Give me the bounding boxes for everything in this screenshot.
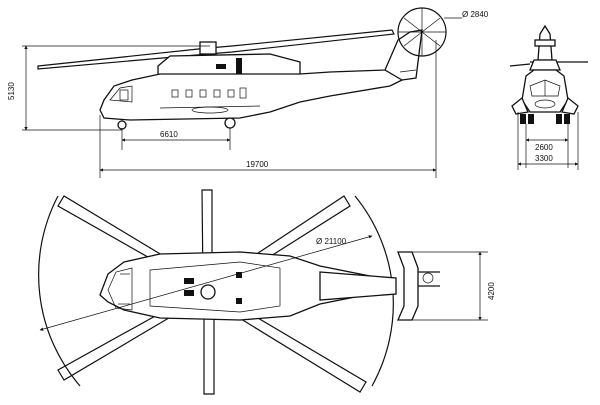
front-tail-rotor xyxy=(534,39,556,47)
top-rotor-hub xyxy=(200,284,216,300)
front-windscreen xyxy=(529,79,561,97)
side-cabin-window-6 xyxy=(239,87,247,99)
side-cabin-window-3 xyxy=(199,89,207,98)
front-wheel-right-2 xyxy=(564,114,570,124)
top-blade-6 xyxy=(203,300,215,395)
gear-base-label: 6610 xyxy=(160,130,178,139)
side-cockpit-window-2 xyxy=(119,89,129,101)
side-main-wheel xyxy=(224,117,236,129)
front-sponson-right xyxy=(561,96,579,115)
side-cockpit-window xyxy=(109,85,133,103)
side-rotor-hub xyxy=(199,41,217,55)
front-view: 2600 3300 xyxy=(509,24,588,170)
top-exhaust-2 xyxy=(236,298,242,304)
side-fuselage xyxy=(99,67,403,121)
top-rotor-arc-left xyxy=(38,195,81,387)
front-nose xyxy=(534,99,556,109)
side-engine-housing xyxy=(157,53,301,77)
track-label: 2600 xyxy=(535,143,553,152)
top-blade-4 xyxy=(209,291,367,393)
tail-rotor-dia-label: Ø 2840 xyxy=(462,10,489,19)
top-view: Ø 21100 4200 xyxy=(38,189,496,395)
tail-span-label: 4200 xyxy=(487,282,496,300)
top-tail-boom xyxy=(319,271,397,301)
main-rotor-dia-label: Ø 21100 xyxy=(316,237,347,246)
side-view: 5130 6610 19700 Ø 2840 xyxy=(7,7,489,178)
side-sponson xyxy=(191,106,229,114)
front-wheel-left-2 xyxy=(528,114,534,124)
top-tail-rotor-hub xyxy=(422,272,434,284)
side-cabin-window-4 xyxy=(213,89,221,98)
top-engine-intake-1 xyxy=(184,278,194,284)
front-engine-housing xyxy=(529,59,561,71)
front-wheel-left-1 xyxy=(520,114,526,124)
side-engine-intake xyxy=(236,58,242,74)
height-label: 5130 xyxy=(7,82,16,100)
side-cabin-window-1 xyxy=(171,89,179,98)
side-cabin-window-2 xyxy=(185,89,193,98)
width-label: 3300 xyxy=(535,154,553,163)
top-tail-stabilizer xyxy=(397,251,419,321)
side-engine-exhaust xyxy=(216,64,226,69)
side-cabin-window-5 xyxy=(227,89,235,98)
side-nose-wheel xyxy=(117,120,127,130)
front-sponson-left xyxy=(511,96,529,115)
length-label: 19700 xyxy=(246,160,269,169)
top-engine-intake-2 xyxy=(184,290,194,296)
main-rotor-dia-dim-line xyxy=(39,235,373,331)
side-tail-stabilizer xyxy=(399,69,417,73)
front-rotor-line-left xyxy=(509,63,531,67)
front-wheel-right-1 xyxy=(556,114,562,124)
